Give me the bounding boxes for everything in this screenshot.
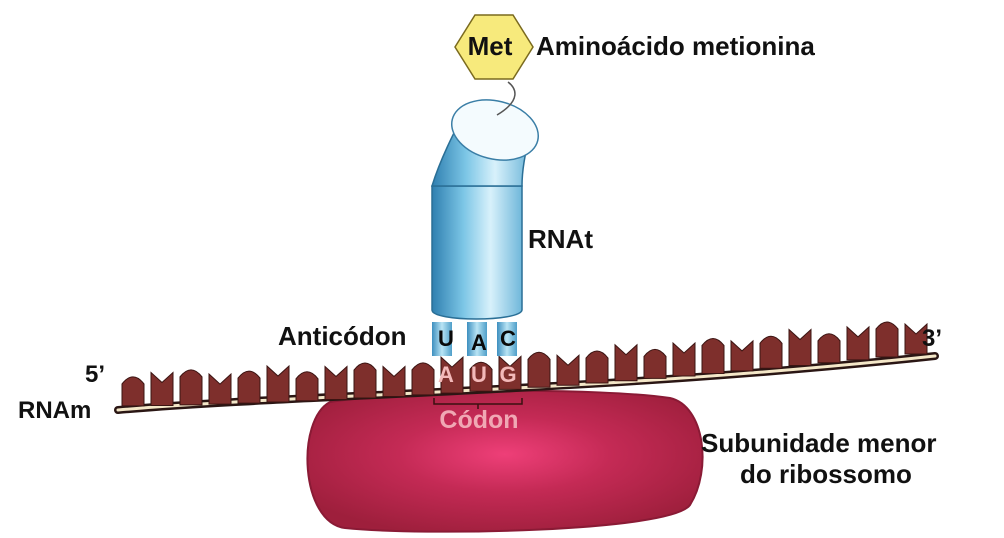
mrna-base (353, 362, 377, 399)
mrna-base (643, 348, 667, 379)
mrna-base (556, 354, 580, 386)
mrna-base (585, 350, 609, 384)
codon-bracket (433, 398, 523, 409)
codon-base-2: U (471, 362, 487, 387)
trna-anticodon-legs (432, 322, 517, 356)
codon-base-3: G (499, 362, 516, 387)
mrna-base (759, 335, 783, 369)
methionine-amino-acid: Met (454, 14, 534, 80)
mrna-base (266, 364, 290, 403)
mrna-base (672, 341, 696, 377)
ribosome-small-subunit (306, 389, 704, 533)
anticodon-base-1: U (438, 326, 454, 351)
trna-molecule (430, 81, 540, 356)
mrna-base (614, 343, 638, 382)
methionine-abbrev: Met (468, 31, 513, 61)
mrna-bases (121, 321, 928, 407)
mrna-base (295, 371, 319, 402)
mrna-base (382, 365, 406, 397)
anticodon-label: Anticódon (278, 321, 407, 351)
amino-acid-label: Aminoácido metionina (536, 31, 815, 61)
five-prime-label: 5’ (85, 361, 105, 388)
mrna-base (904, 322, 928, 355)
mrna-base (498, 355, 522, 390)
mrna-base (411, 362, 435, 396)
codon-label: Códon (439, 406, 518, 434)
mrna-base (179, 369, 203, 406)
mrna-base (121, 376, 145, 407)
mrna-base (208, 372, 232, 405)
mrna-strand (114, 321, 939, 414)
mrna-base (324, 365, 348, 400)
mrna-base (788, 328, 812, 367)
mrna-base (730, 339, 754, 372)
anticodon-base-2: A (471, 330, 487, 355)
ribosome-label-line1: Subunidade menor (701, 428, 936, 458)
mrna-base (701, 337, 725, 374)
trna-label: RNAt (528, 224, 593, 254)
mrna-base (440, 355, 464, 394)
three-prime-label: 3’ (922, 325, 942, 352)
mrna-base (237, 370, 261, 404)
codon-base-1: A (438, 362, 454, 387)
mrna-base (875, 321, 899, 358)
mrna-base (527, 351, 551, 388)
mrna-base (469, 361, 493, 392)
mrna-base (817, 333, 841, 364)
ribosome-label-line2: do ribossomo (740, 459, 912, 489)
mrna-label: RNAm (18, 397, 91, 424)
mrna-base (846, 325, 870, 361)
mrna-base (150, 371, 174, 406)
anticodon-base-3: C (500, 326, 516, 351)
